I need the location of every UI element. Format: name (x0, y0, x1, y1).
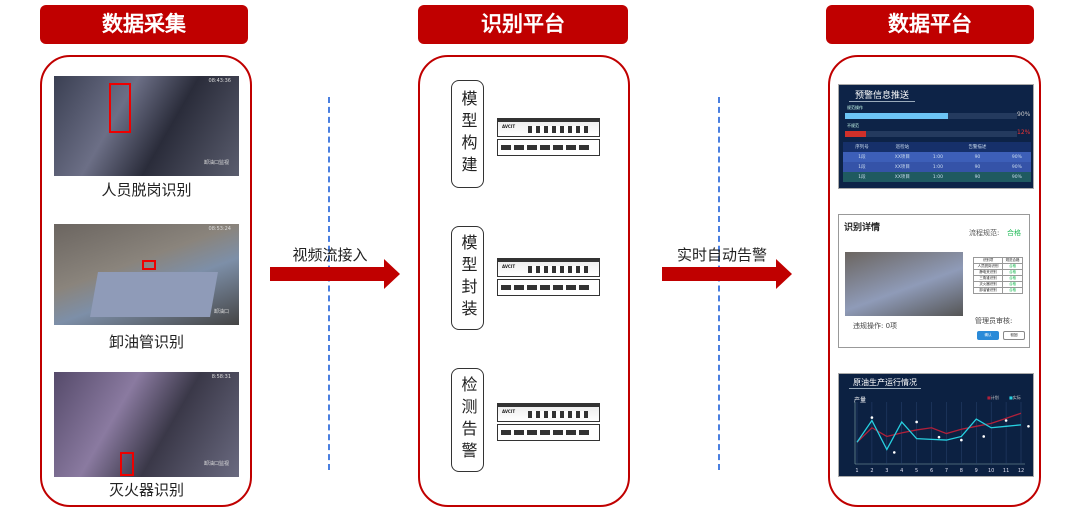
recognition-detail-screen: 识别详情 流程规范: 合格 识别项规范合格 人员脱岗识别合格 静电夹识别合格 三… (838, 214, 1030, 348)
process-value: 合格 (1007, 229, 1021, 237)
x-tick-label: 4 (900, 468, 903, 474)
data-point (1027, 425, 1030, 428)
arrow-label-video-stream: 视频流接入 (292, 246, 368, 264)
bar1-label: 规范操作 (847, 105, 863, 110)
arrow-right-icon (270, 259, 400, 289)
data-point (915, 420, 918, 424)
series-line-计划 (856, 412, 1022, 443)
stage-model-build: 模型构建 (451, 80, 484, 188)
collect-panel (40, 55, 252, 507)
camera-location: 卸油口监视 (203, 461, 229, 467)
detail-title: 识别详情 (844, 223, 881, 233)
series-line-实际 (856, 418, 1022, 451)
data-point (960, 438, 963, 442)
chart-ylabel: 产量 (854, 397, 867, 404)
device-logo: AVCIT (502, 264, 516, 269)
detection-box (109, 83, 131, 133)
x-tick-label: 8 (960, 468, 963, 474)
legend-plan: ■计划 (987, 395, 999, 400)
x-tick-label: 9 (975, 468, 978, 474)
platform-panel (828, 55, 1041, 507)
x-tick-label: 2 (870, 468, 873, 474)
stage-detect-alarm: 检测告警 (451, 368, 484, 472)
confirm-button[interactable]: 确认 (977, 331, 999, 340)
bar2-label: 不规范 (847, 123, 859, 128)
x-tick-label: 10 (988, 468, 994, 474)
bar2-value: 12% (1017, 129, 1031, 136)
x-tick-label: 3 (885, 468, 888, 474)
legend-actual: ■实际 (1009, 395, 1021, 400)
detail-check-table: 识别项规范合格 人员脱岗识别合格 静电夹识别合格 三角锥识别合格 灭火器识别合格… (972, 257, 1023, 294)
server-device-icon: AVCIT (497, 403, 600, 443)
data-point (982, 435, 986, 438)
progress-bar-compliant (845, 113, 1017, 119)
data-point (937, 435, 941, 439)
server-device-icon: AVCIT (497, 258, 600, 298)
server-device-icon: AVCIT (497, 118, 600, 158)
data-point (870, 416, 874, 419)
detection-box (120, 452, 134, 476)
device-logo: AVCIT (502, 409, 516, 414)
camera-image-extinguisher: 8:58:31 卸油口监视 (54, 372, 239, 477)
detection-box (142, 260, 156, 270)
caption-personnel: 人员脱岗识别 (101, 181, 192, 199)
recognize-panel (418, 55, 630, 507)
arrow-right-icon (662, 259, 792, 289)
cover-plate (90, 272, 218, 317)
data-point (1004, 419, 1008, 422)
bar1-value: 90% (1017, 111, 1031, 118)
data-point (892, 451, 896, 454)
reject-button[interactable]: 驳回 (1003, 331, 1025, 340)
x-tick-label: 11 (1003, 468, 1009, 474)
progress-bar-noncompliant (845, 131, 1017, 137)
camera-image-personnel: 08:43:36 卸油口监视 (54, 76, 239, 176)
divider-dashed (328, 97, 330, 470)
timestamp: 08:43:36 (208, 78, 231, 84)
x-tick-label: 12 (1018, 468, 1024, 474)
camera-location: 卸油口 (213, 309, 229, 315)
header-recognition-platform: 识别平台 (418, 5, 628, 44)
divider-dashed (718, 97, 720, 470)
device-logo: AVCIT (502, 124, 516, 129)
stage-model-package: 模型封装 (451, 226, 484, 330)
production-title: 原油生产运行情况 (849, 377, 921, 389)
header-data-platform: 数据平台 (826, 5, 1034, 44)
x-tick-label: 5 (915, 468, 918, 474)
alert-title: 预警信息推送 (849, 88, 916, 102)
caption-oil-pipe: 卸油管识别 (108, 333, 184, 351)
arrow-label-realtime-alarm: 实时自动告警 (676, 246, 767, 264)
timestamp: 08:53:24 (208, 226, 231, 232)
detail-image (845, 252, 963, 316)
camera-image-oil-pipe: 08:53:24 卸油口 (54, 224, 239, 325)
camera-location: 卸油口监视 (203, 160, 229, 166)
x-tick-label: 6 (930, 468, 933, 474)
caption-extinguisher: 灭火器识别 (108, 481, 184, 499)
x-tick-label: 1 (855, 468, 858, 474)
header-data-collection: 数据采集 (40, 5, 248, 44)
timestamp: 8:58:31 (211, 374, 231, 380)
review-label: 管理员审核: (975, 317, 1013, 325)
violations-count: 违规操作: 0项 (853, 322, 898, 330)
process-label: 流程规范: (969, 229, 1000, 237)
x-tick-label: 7 (945, 468, 948, 474)
